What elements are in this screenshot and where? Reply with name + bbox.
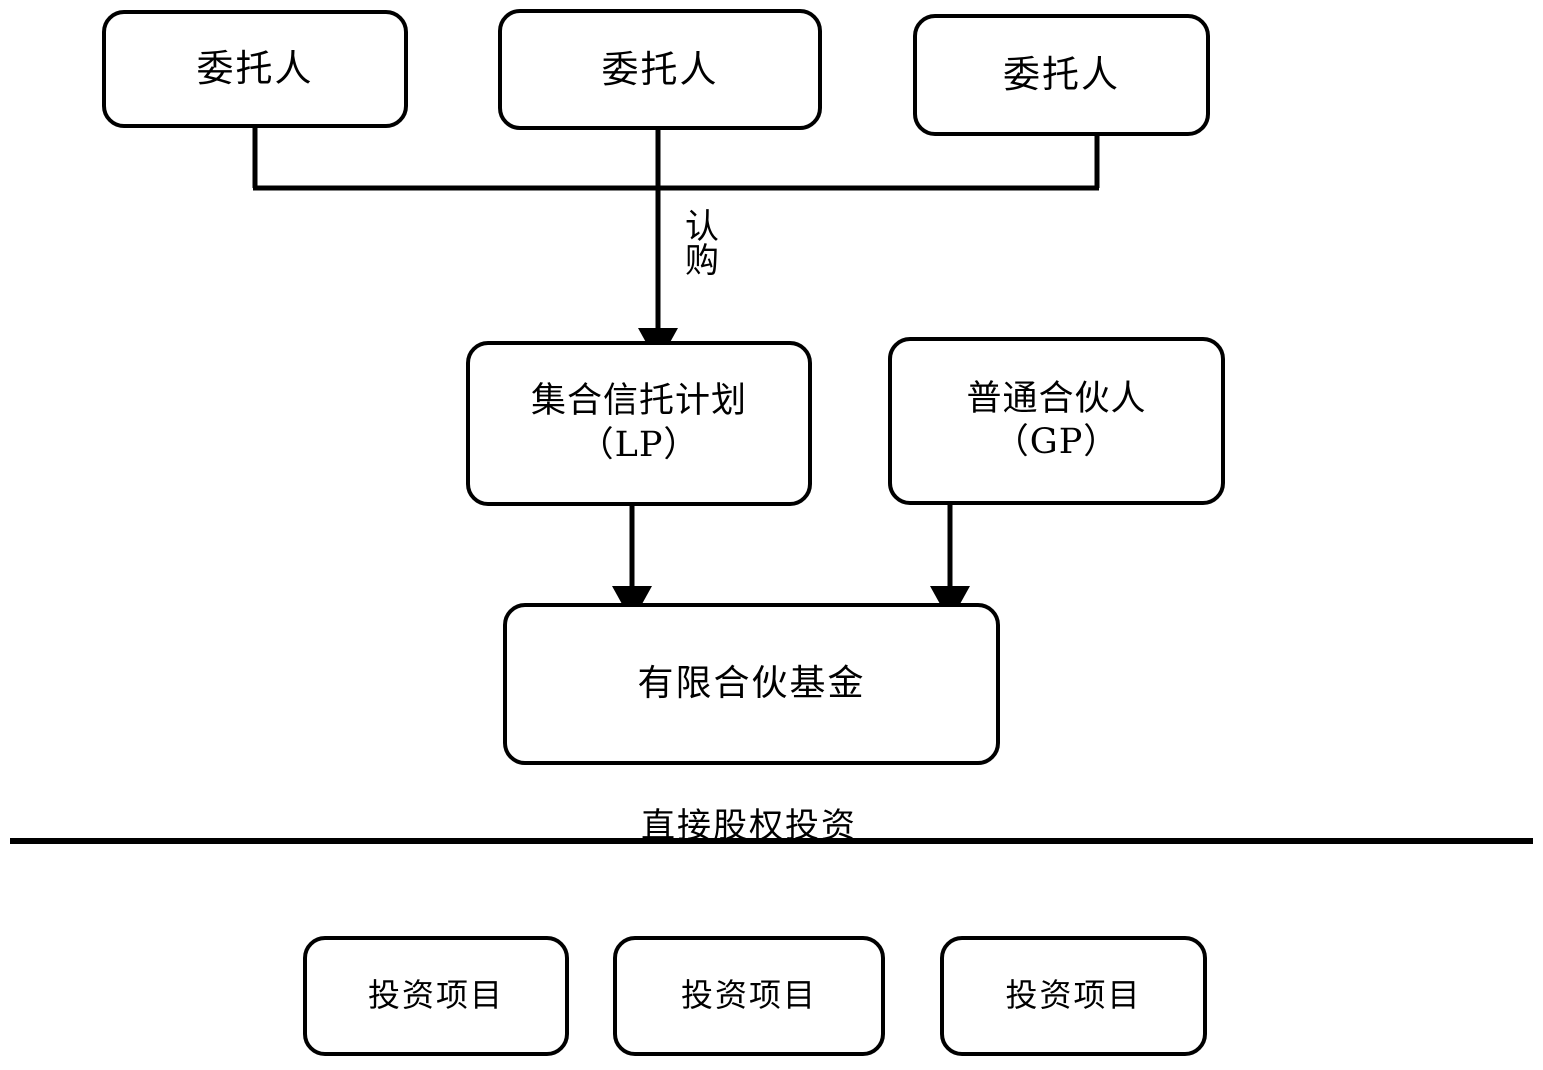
edge-label-subscription: 认购 xyxy=(678,208,719,276)
node-general-partner-abbr: （GP） xyxy=(993,422,1120,462)
node-investment-project-3[interactable]: 投资项目 xyxy=(940,936,1207,1056)
node-settlor-3-label: 委托人 xyxy=(1003,53,1120,97)
node-trust-plan-abbr: （LP） xyxy=(578,424,700,465)
node-settlor-1[interactable]: 委托人 xyxy=(102,10,408,128)
node-settlor-2[interactable]: 委托人 xyxy=(498,9,822,130)
section-divider-label: 直接股权投资 xyxy=(641,806,857,846)
node-investment-project-3-label: 投资项目 xyxy=(1005,976,1142,1015)
node-investment-project-1-label: 投资项目 xyxy=(367,976,504,1015)
node-settlor-1-label: 委托人 xyxy=(196,47,314,91)
node-investment-project-2-label: 投资项目 xyxy=(680,976,817,1015)
node-general-partner-gp[interactable]: 普通合伙人 （GP） xyxy=(888,337,1225,505)
node-trust-plan-title: 集合信托计划 xyxy=(530,381,747,422)
node-limited-partnership-fund-label: 有限合伙基金 xyxy=(637,662,866,704)
node-settlor-3[interactable]: 委托人 xyxy=(913,14,1210,136)
node-investment-project-1[interactable]: 投资项目 xyxy=(303,936,569,1056)
node-general-partner-title: 普通合伙人 xyxy=(966,378,1147,419)
node-limited-partnership-fund[interactable]: 有限合伙基金 xyxy=(503,603,1000,765)
node-investment-project-2[interactable]: 投资项目 xyxy=(613,936,885,1056)
node-trust-plan-lp[interactable]: 集合信托计划 （LP） xyxy=(466,341,812,506)
node-settlor-2-label: 委托人 xyxy=(601,47,719,91)
